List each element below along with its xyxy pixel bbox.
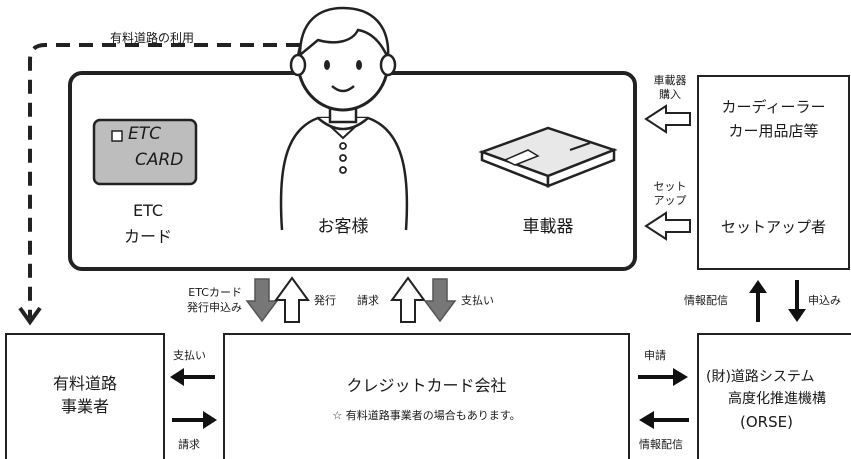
customer-person-illustration [279, 6, 409, 231]
setup-label-line1: セット [653, 180, 687, 193]
orse-apply-label: 申請 [644, 349, 666, 362]
purchase-label-line1: 車載器 [653, 74, 687, 87]
etc-card-label-line2: カード [123, 227, 172, 246]
credit-company-note: ☆ 有料道路事業者の場合もあります。 [332, 409, 521, 422]
toll-operator-line2: 事業者 [60, 397, 109, 416]
apply-down-arrowhead [788, 309, 806, 322]
etc-card-face-line2: CARD [135, 150, 184, 170]
apply-label: 申込み [808, 294, 841, 307]
pay-arrow [423, 278, 457, 323]
customer-label: お客様 [317, 217, 369, 237]
dealer-box [697, 75, 850, 270]
purchase-label-line2: 購入 [659, 88, 681, 101]
dealer-line3: セットアップ者 [720, 218, 826, 236]
toll-pay-label: 支払い [173, 349, 206, 362]
etc-apply-arrow [245, 278, 279, 323]
credit-company-title: クレジットカード会社 [346, 376, 507, 395]
info-dist-up-arrowhead [749, 280, 767, 293]
orse-info-arrowhead [639, 411, 654, 429]
pay-label: 支払い [461, 294, 494, 307]
device-label: 車載器 [522, 217, 574, 237]
orse-line1: (財)道路システム [706, 369, 815, 385]
etc-card-illustration [92, 118, 198, 186]
toll-usage-dashed-line [28, 43, 300, 318]
toll-pay-arrowhead [170, 368, 184, 386]
info-dist-label: 情報配信 [684, 294, 728, 307]
orse-apply-arrowhead [673, 368, 688, 386]
etc-apply-label-line2: 発行申込み [187, 301, 242, 314]
setup-arrow [644, 211, 691, 241]
bill-label: 請求 [357, 294, 379, 307]
toll-operator-line1: 有料道路 [52, 374, 117, 393]
orse-line3: (ORSE) [740, 413, 793, 431]
orse-info-label: 情報配信 [639, 438, 683, 451]
purchase-arrow [644, 104, 691, 134]
toll-operator-box [5, 333, 165, 459]
issue-arrow [274, 276, 310, 323]
orse-line2: 高度化推進機構 [728, 391, 826, 407]
dealer-line1: カーディーラー [721, 98, 826, 116]
toll-bill-label: 請求 [178, 438, 200, 451]
etc-card-face-line1: ETC [128, 124, 161, 144]
setup-label-line2: アップ [653, 194, 687, 207]
toll-usage-arrowhead [18, 306, 42, 326]
orse-box [697, 333, 851, 459]
etc-card-label-line1: ETC [132, 201, 164, 220]
dealer-line2: カー用品店等 [728, 122, 819, 140]
toll-bill-arrowhead [203, 411, 217, 429]
onboard-device-illustration [478, 126, 618, 188]
etc-apply-label-line1: ETCカード [188, 286, 242, 299]
credit-company-box [223, 333, 630, 459]
bill-arrow [390, 276, 426, 323]
toll-usage-label: 有料道路の利用 [110, 31, 195, 45]
issue-label: 発行 [314, 294, 336, 307]
